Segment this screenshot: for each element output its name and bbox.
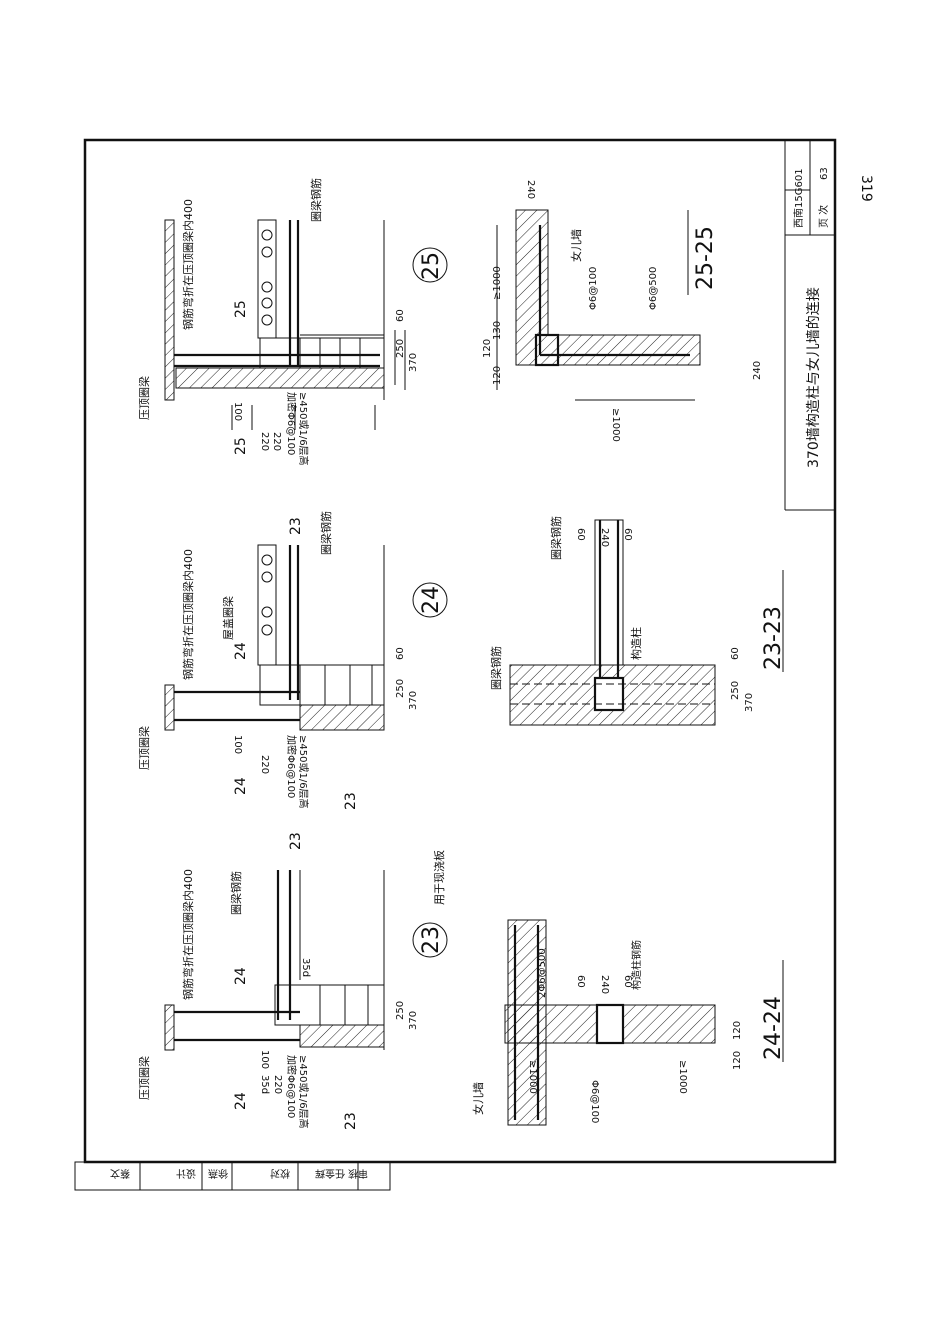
d24-dim-220: 220 [259, 755, 270, 774]
d25-dim-220b: 220 [271, 432, 282, 451]
drawing-frame [83, 138, 837, 1164]
sig-checker: 徐燕 [208, 1167, 228, 1180]
d23-dim-370: 370 [408, 1011, 419, 1030]
d23-section-mark-a: 24 [233, 967, 249, 985]
sig-design: 设计 [176, 1167, 196, 1180]
s25-dim-240a: 240 [525, 180, 536, 199]
d23-dense-rebar: 加密Φ6@100 [285, 1055, 298, 1118]
d24-bend-note: 钢筋弯折在压顶圈梁内400 [181, 549, 195, 680]
s24-col-rebar: 构造柱钢筋 [630, 940, 643, 990]
title-block: 370墙构造柱与女儿墙的连接 西南15G601 页 次 63 [784, 140, 835, 511]
d24-section-mark-b2: 23 [288, 517, 304, 535]
signature-strip: 审核 任金辉 校对 徐燕 设计 蔡文 [74, 1161, 391, 1191]
detail-24: 24 压顶圈梁 钢筋弯折在压顶圈梁内400 屋盖圈梁 圈梁钢筋 24 24 23… [137, 511, 448, 810]
d25-section-mark-b: 25 [233, 437, 249, 455]
d25-dense-rebar: 加密Φ6@100 [285, 392, 298, 455]
s25-dim-120a: 120 [482, 339, 493, 358]
s23-dim-60c: 60 [730, 647, 741, 660]
d25-dim-370: 370 [408, 353, 419, 372]
s23-dim-250: 250 [730, 681, 741, 700]
atlas-code: 西南15G601 [792, 168, 805, 228]
s23-dim-240: 240 [599, 528, 610, 547]
d23-dim-100: 100 [259, 1050, 270, 1069]
d23-usage-note: 用于现浇板 [432, 850, 446, 905]
section-23-23: 23-23 圈梁钢筋 圈梁钢筋 构造柱 60 240 60 60 250 370 [489, 516, 786, 726]
d25-bend-note: 钢筋弯折在压顶圈梁内400 [181, 199, 195, 330]
s24-rebar-500: 2Φ6@500 [537, 948, 548, 998]
sig-check: 校对 [270, 1167, 290, 1180]
sig-auditor: 任金辉 [315, 1167, 345, 1180]
s24-parapet: 女儿墙 [471, 1082, 485, 1115]
s23-ring-rebar-b: 圈梁钢筋 [549, 516, 563, 560]
page-number: 319 [858, 175, 874, 202]
s24-dim-60b: 60 [622, 975, 633, 988]
d23-dim-220: 220 [272, 1075, 283, 1094]
d24-dense-rebar: 加密Φ6@100 [285, 735, 298, 798]
section-24-title: 24-24 [761, 996, 786, 1060]
d25-dim-100: 100 [232, 402, 243, 421]
drawing-title: 370墙构造柱与女儿墙的连接 [805, 287, 822, 468]
d23-dim-250: 250 [395, 1001, 406, 1020]
d25-ring-beam-rebar: 圈梁钢筋 [309, 178, 323, 222]
section-24-wall [504, 1004, 716, 1044]
d24-roof-beam: 屋盖圈梁 [221, 596, 235, 640]
d23-dense: ≥450或1/6层高 [297, 1055, 310, 1129]
detail-25: 25 压顶圈梁 钢筋弯折在压顶圈梁内400 圈梁钢筋 25 25 220 220… [137, 178, 448, 466]
d23-section-mark-a2: 24 [233, 1092, 249, 1110]
s24-dim-120b: 120 [732, 1051, 743, 1070]
detail-25-number: 25 [419, 252, 444, 280]
s24-rebar-100: Φ6@100 [589, 1080, 600, 1123]
d23-dim-35d-b: 35d [259, 1075, 270, 1094]
d23-coping-beam: 压顶圈梁 [137, 1056, 151, 1100]
s24-dim-1000b: ≥1000 [677, 1060, 688, 1094]
d24-section-mark-a: 24 [233, 642, 249, 660]
section-25-title: 25-25 [693, 226, 718, 290]
section-23-title: 23-23 [761, 606, 786, 670]
d25-dense: ≥450或1/6层高 [297, 392, 310, 466]
s25-dim-240b: 240 [752, 361, 763, 380]
section-24-24: 24-24 女儿墙 2Φ6@500 构造柱钢筋 Φ6@100 60 240 60… [471, 919, 786, 1126]
section-25-25: 25-25 女儿墙 Φ6@100 Φ6@500 240 ≥1000 130 12… [482, 180, 763, 442]
s24-dim-1000a: ≥1000 [527, 1060, 538, 1094]
d25-dim-250: 250 [395, 339, 406, 358]
sig-designer: 蔡文 [110, 1167, 130, 1180]
s24-dim-240: 240 [599, 975, 610, 994]
s23-dim-370: 370 [744, 693, 755, 712]
d23-dim-35d: 35d [300, 958, 311, 977]
s25-dim-1000b: ≥1000 [610, 408, 621, 442]
d24-ring-beam-rebar: 圈梁钢筋 [319, 511, 333, 555]
s23-column: 构造柱 [629, 627, 643, 660]
s24-dim-60a: 60 [575, 975, 586, 988]
sig-audit: 审核 [348, 1167, 368, 1180]
d23-section-mark-b2: 23 [288, 832, 304, 850]
d25-dim-60: 60 [395, 309, 406, 322]
d23-ring-beam-rebar: 圈梁钢筋 [229, 871, 243, 915]
detail-23: 23 用于现浇板 压顶圈梁 钢筋弯折在压顶圈梁内400 圈梁钢筋 24 24 2… [137, 832, 448, 1130]
detail-24-number: 24 [419, 586, 444, 614]
s23-dim-60a: 60 [575, 528, 586, 541]
s24-dim-120a: 120 [732, 1021, 743, 1040]
s23-ring-rebar-a: 圈梁钢筋 [489, 646, 503, 690]
s25-rebar-500: Φ6@500 [648, 267, 659, 310]
d24-dim-60: 60 [395, 647, 406, 660]
d24-dense: ≥450或1/6层高 [297, 735, 310, 809]
d23-section-mark-b: 23 [343, 1112, 359, 1130]
d24-dim-250: 250 [395, 679, 406, 698]
d25-coping-beam: 压顶圈梁 [137, 376, 151, 420]
page-label: 页 次 [817, 205, 830, 228]
page-value: 63 [819, 167, 830, 180]
d25-dim-220a: 220 [259, 432, 270, 451]
d24-section-mark-a2: 24 [233, 777, 249, 795]
s23-dim-60b: 60 [622, 528, 633, 541]
detail-23-number: 23 [419, 926, 444, 954]
s25-rebar-100: Φ6@100 [588, 267, 599, 310]
s25-parapet: 女儿墙 [569, 229, 583, 262]
d24-section-mark-b: 23 [343, 792, 359, 810]
d24-coping-beam: 压顶圈梁 [137, 726, 151, 770]
d24-dim-370: 370 [408, 691, 419, 710]
d24-dim-100: 100 [232, 735, 243, 754]
d25-section-mark: 25 [233, 300, 249, 318]
d23-bend-note: 钢筋弯折在压顶圈梁内400 [181, 869, 195, 1000]
